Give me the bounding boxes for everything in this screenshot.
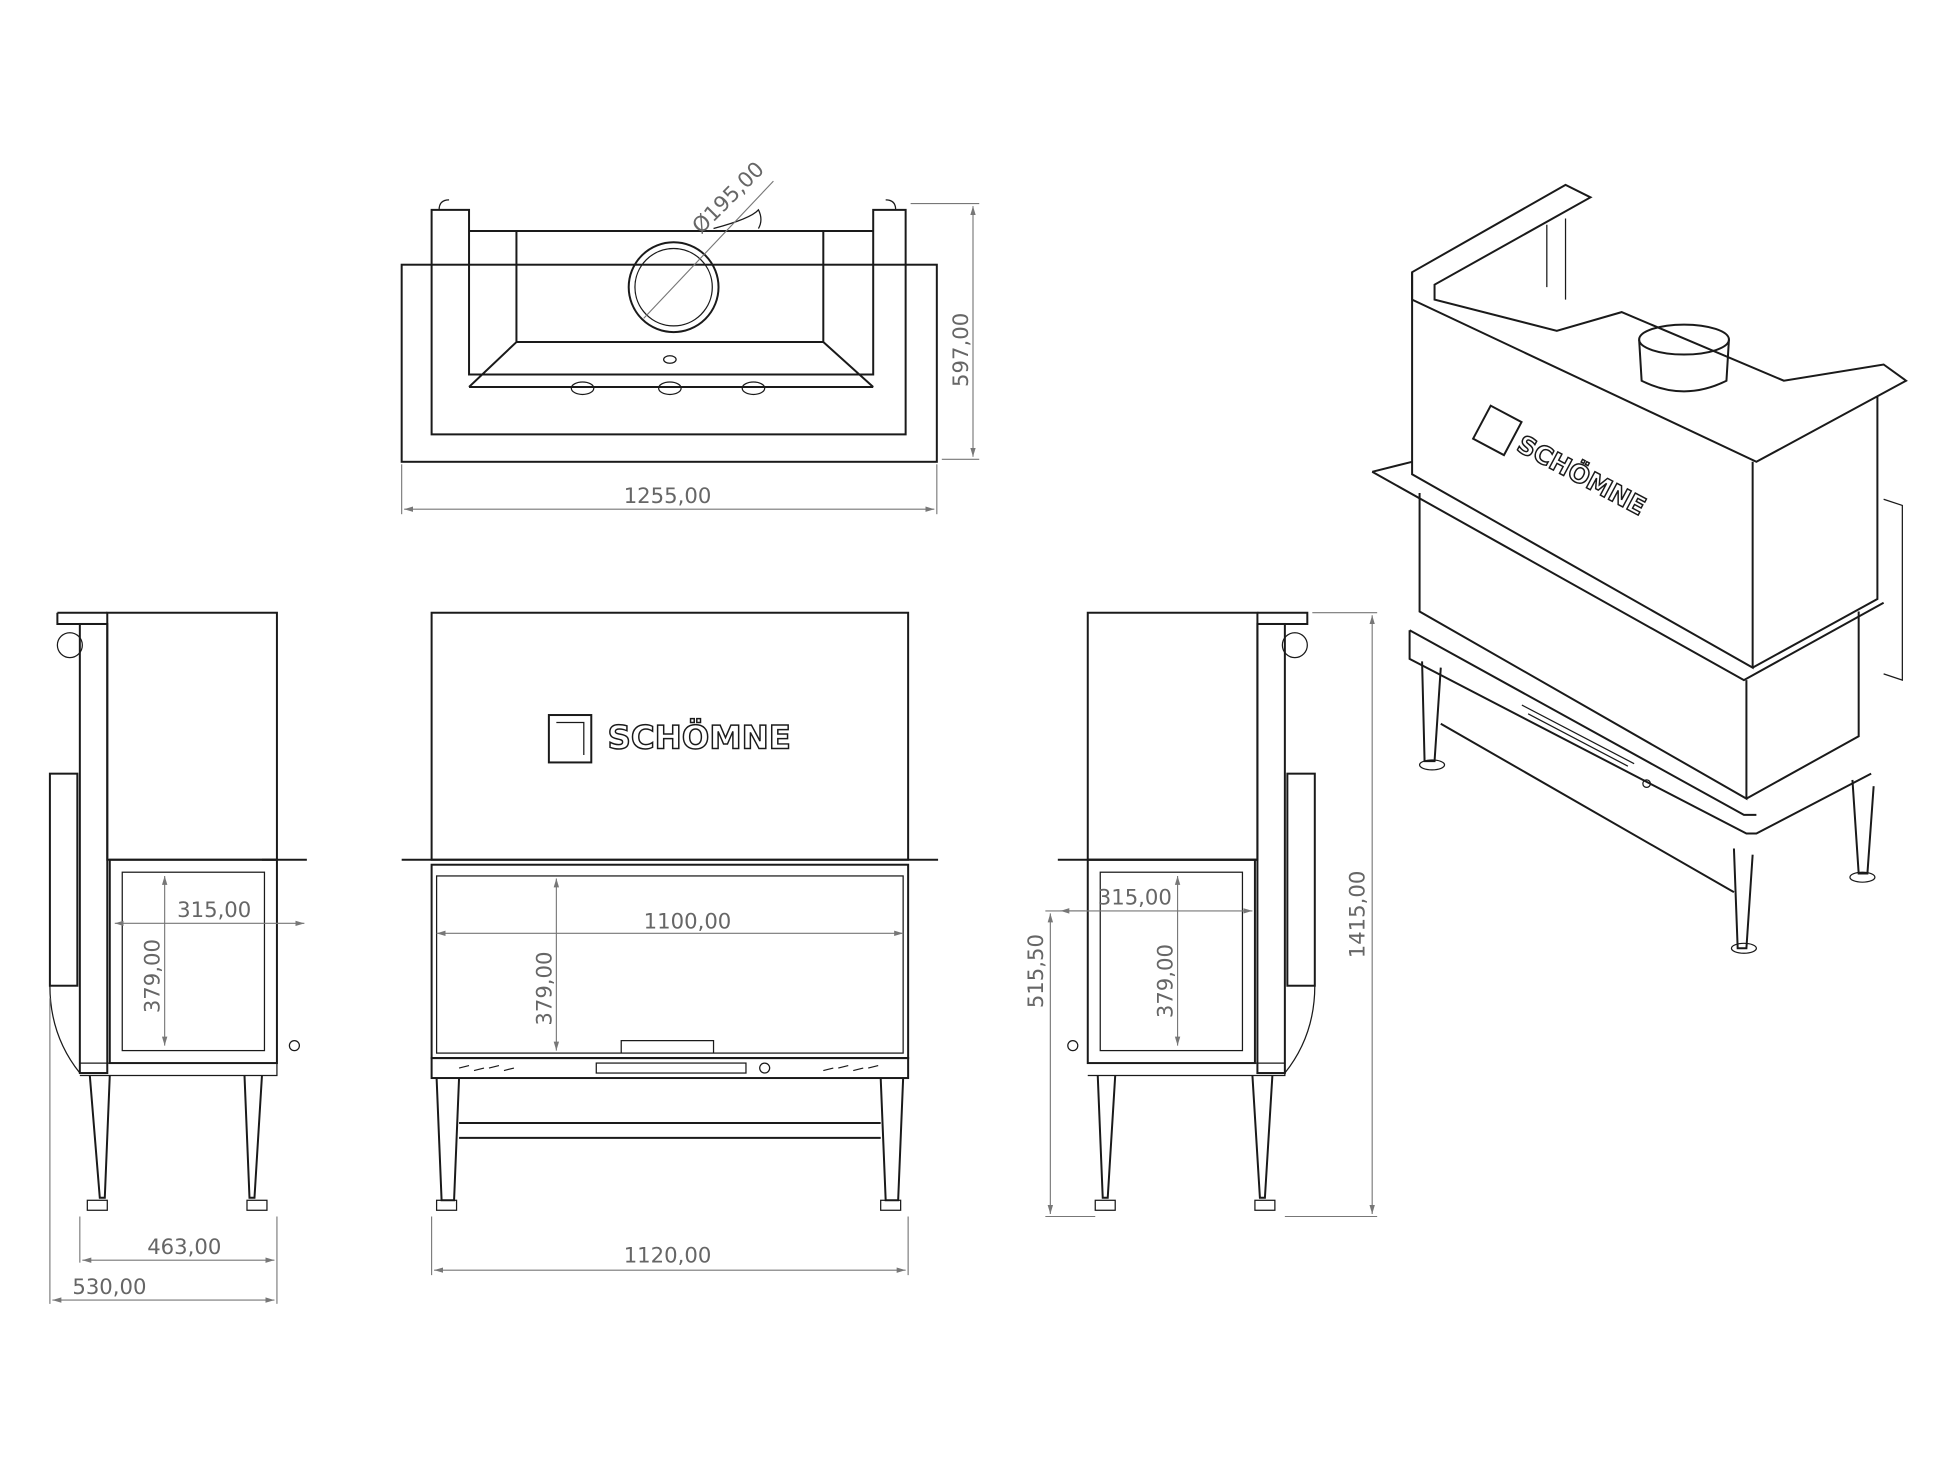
right-side-view: 315,00 379,00 515,50 1415,00 [1023, 611, 1378, 1218]
svg-text:SCHÖMNE: SCHÖMNE [608, 719, 791, 757]
isometric-brand-logo: SCHÖMNE [1471, 404, 1652, 522]
front-glass-width-label: 1100,00 [644, 908, 732, 933]
svg-text:SCHÖMNE: SCHÖMNE [1512, 429, 1651, 522]
right-glass-height-label: 379,00 [1153, 944, 1178, 1018]
isometric-view: SCHÖMNE [1371, 183, 1908, 954]
brand-logo: SCHÖMNE [547, 714, 792, 764]
top-width-label: 1255,00 [624, 483, 712, 508]
front-glass-height-label: 379,00 [531, 952, 556, 1026]
body-depth-label: 463,00 [147, 1234, 221, 1259]
flue-diameter-label: Ø195,00 [687, 156, 769, 238]
left-glass-height-label: 379,00 [140, 939, 165, 1013]
top-view: Ø195,00 1255,00 597,00 [400, 156, 980, 515]
left-glass-depth-label: 315,00 [177, 897, 251, 922]
front-view: SCHÖMNE 1100,00 379,00 1120,00 [401, 611, 939, 1276]
right-glass-depth-label: 315,00 [1098, 885, 1172, 910]
left-side-view: 315,00 379,00 463,00 530,00 [48, 611, 307, 1304]
top-depth-label: 597,00 [948, 313, 973, 387]
glass-bottom-height-label: 515,50 [1023, 934, 1048, 1008]
total-depth-label: 530,00 [72, 1274, 146, 1299]
front-total-width-label: 1120,00 [624, 1243, 712, 1268]
total-height-label: 1415,00 [1345, 871, 1370, 959]
